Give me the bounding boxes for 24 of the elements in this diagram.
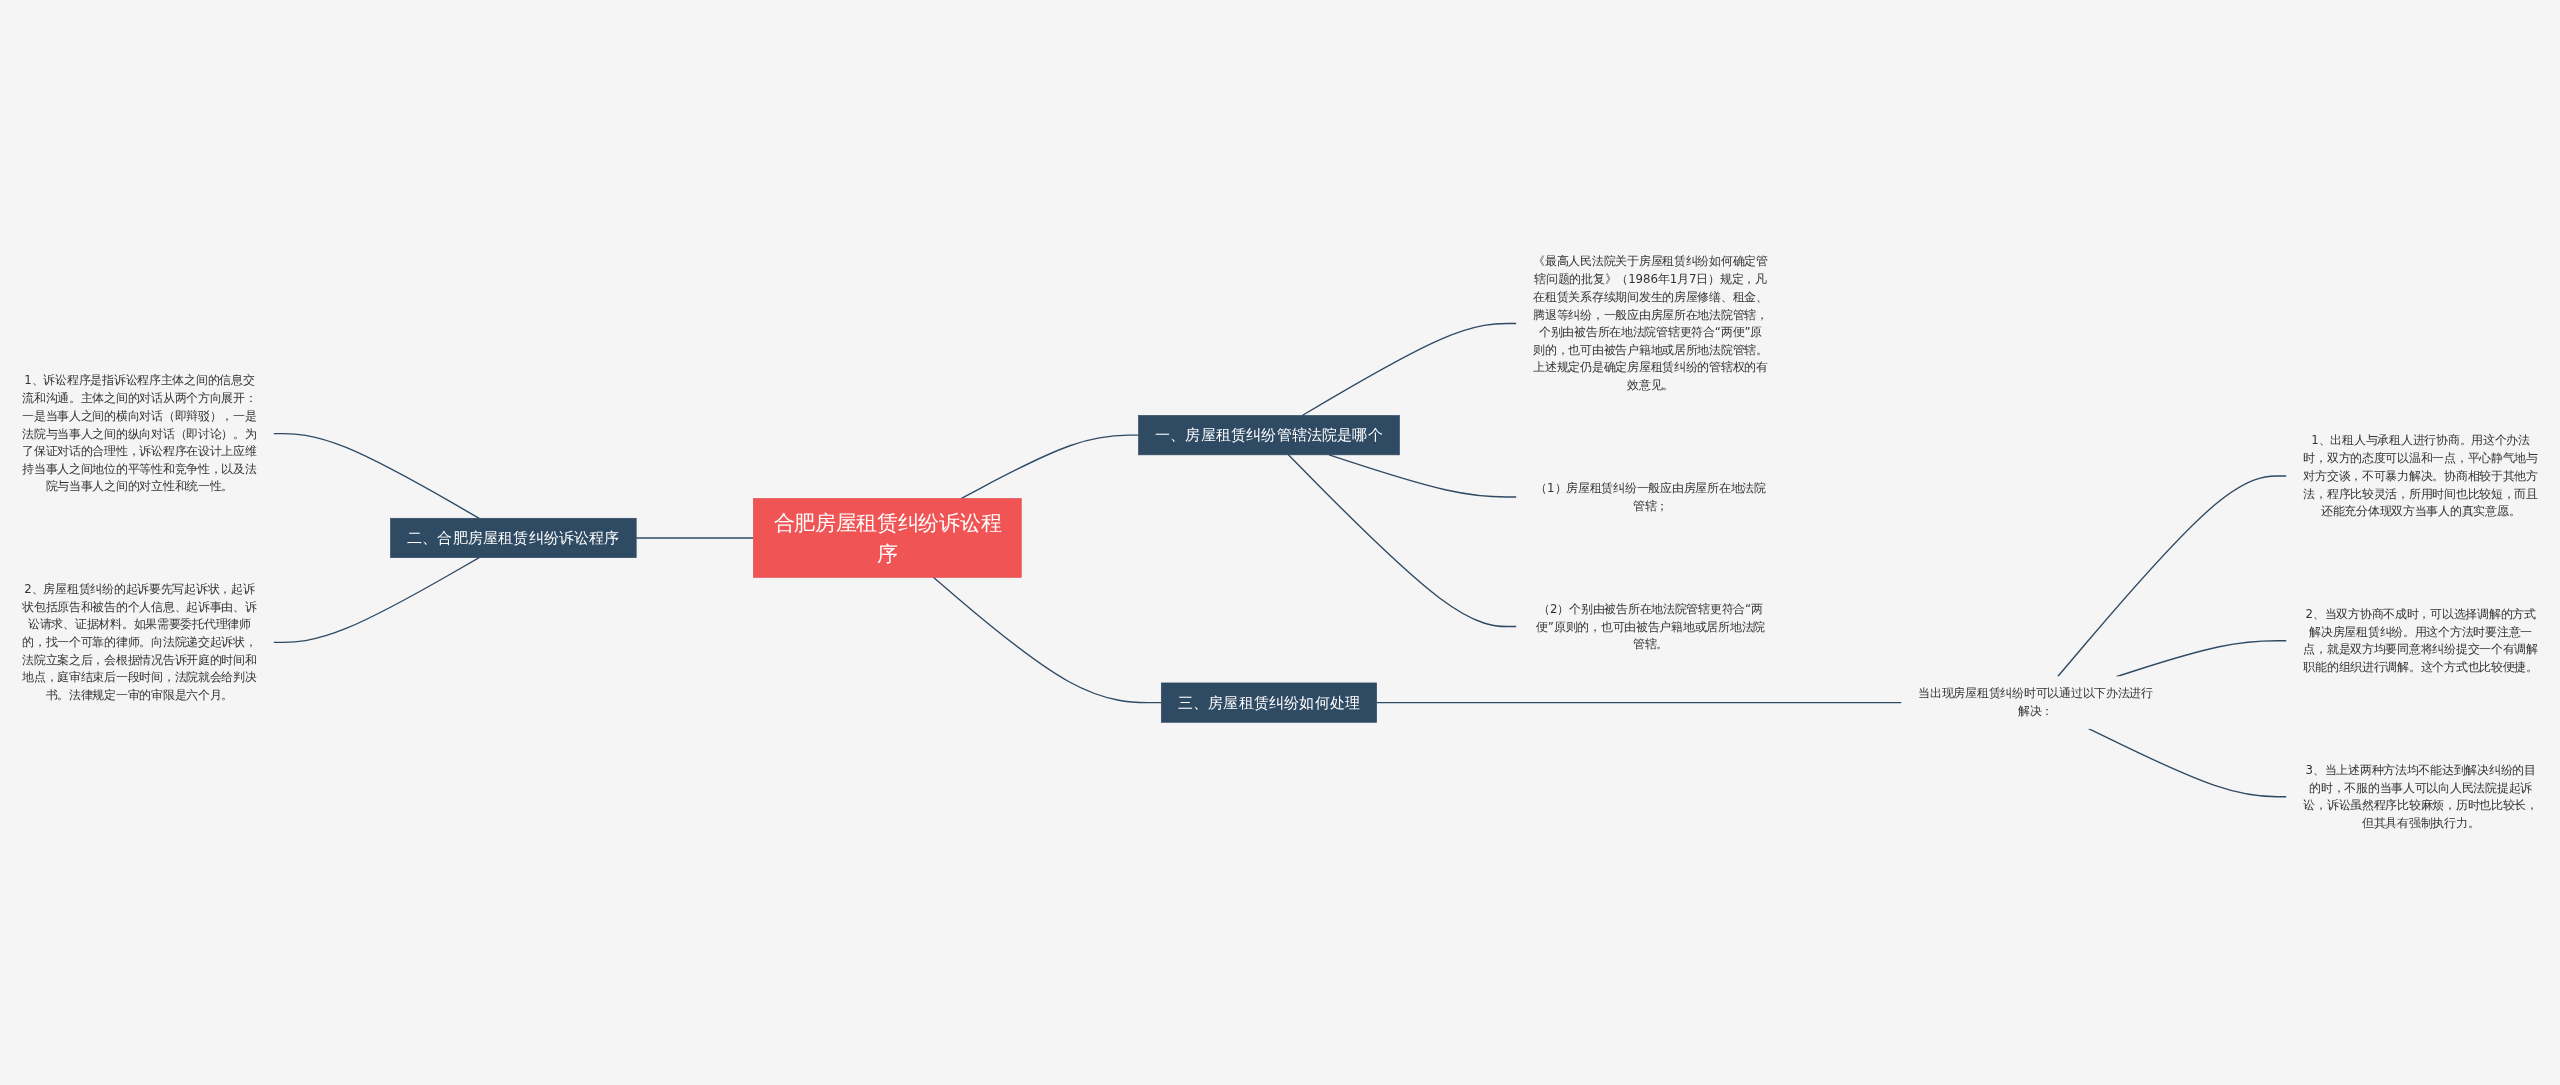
node-text: （2）个别由被告所在地法院管辖更符合“两便”原则的，也可由被告户籍地或居所地法院管辖。 [1536,601,1766,651]
node-text: （1）房屋租赁纠纷一般应由房屋所在地法院管辖； [1535,480,1766,513]
connector [1287,454,1518,628]
node-text: 2、当双方协商不成时，可以选择调解的方式解决房屋租赁纠纷。用这个方法时要注意一点，就是双方均要同意将纠纷提交一个有调解职能的组织进行调解。这个方式也比较便捷。 [2303,606,2538,674]
connector [2056,475,2288,678]
connector [960,434,1140,500]
connector [272,556,480,644]
node-text: 2、房屋租赁纠纷的起诉要先写起诉状，起诉状包括原告和被告的个人信息、起诉事由、诉讼请求、证据材料。如果需要委托代理律师的，找一个可靠的律师。向法院递交起诉状，法院立案之后，会根据情况告诉开庭的时间和地点，庭审结束后一段时间，法院就会给判决书。法律规定一审的审限是六个月。 [22,582,257,702]
connector [1375,701,1903,704]
node-text: 3、当上述两种方法均不能达到解决纠纷的目的时，不服的当事人可以向人民法院提起诉讼，诉讼虽然程序比较麻烦，历时也比较长，但其具有强制执行力。 [2303,762,2538,830]
node-box: 合肥房屋租赁纠纷诉讼程序 [753,498,1022,578]
connector [932,576,1162,704]
node-text: 1、诉讼程序是指诉讼程序主体之间的信息交流和沟通。主体之间的对话从两个方向展开：一是当事人之间的横向对话（即辩驳），一是法院与当事人之间的纵向对话（即讨论）。为了保证对话的合理性，诉讼程序在设计上应维持当事人之间地位的平等性和竞争性，以及法院与当事人之间的对立性和统一性。 [22,373,257,493]
node-box: 二、合肥房屋租赁纠纷诉讼程序 [390,517,637,558]
node-text: 《最高人民法院关于房屋租赁纠纷如何确定管辖问题的批复》（1986年1月7日）规定，凡在租赁关系存续期间发生的房屋修缮、租金、腾退等纠纷，一般应由房屋所在地法院管辖，个别由被告所在地法院管辖更符合“两便”原则的，也可由被告户籍地或居所地法院管辖。上述规定仍是确定房屋租赁纠纷的管辖权的有效意见。 [1533,254,1768,392]
node-box: 三、房屋租赁纠纷如何处理 [1160,682,1377,723]
connector [1301,322,1518,417]
connector [1328,454,1518,498]
node-box: 一、房屋租赁纠纷管辖法院是哪个 [1138,415,1400,456]
connector [2087,727,2288,798]
node-text: 当出现房屋租赁纠纷时可以通过以下办法进行解决： [1918,686,2153,718]
node-text: 1、出租人与承租人进行协商。用这个办法时，双方的态度可以温和一点，平心静气地与对方交谈，不可暴力解决。协商相较于其他方法，程序比较灵活，所用时间也比较短，而且还能充分体现双方当事人的真实意愿。 [2303,433,2538,518]
connector [635,537,755,539]
connector [272,432,480,519]
